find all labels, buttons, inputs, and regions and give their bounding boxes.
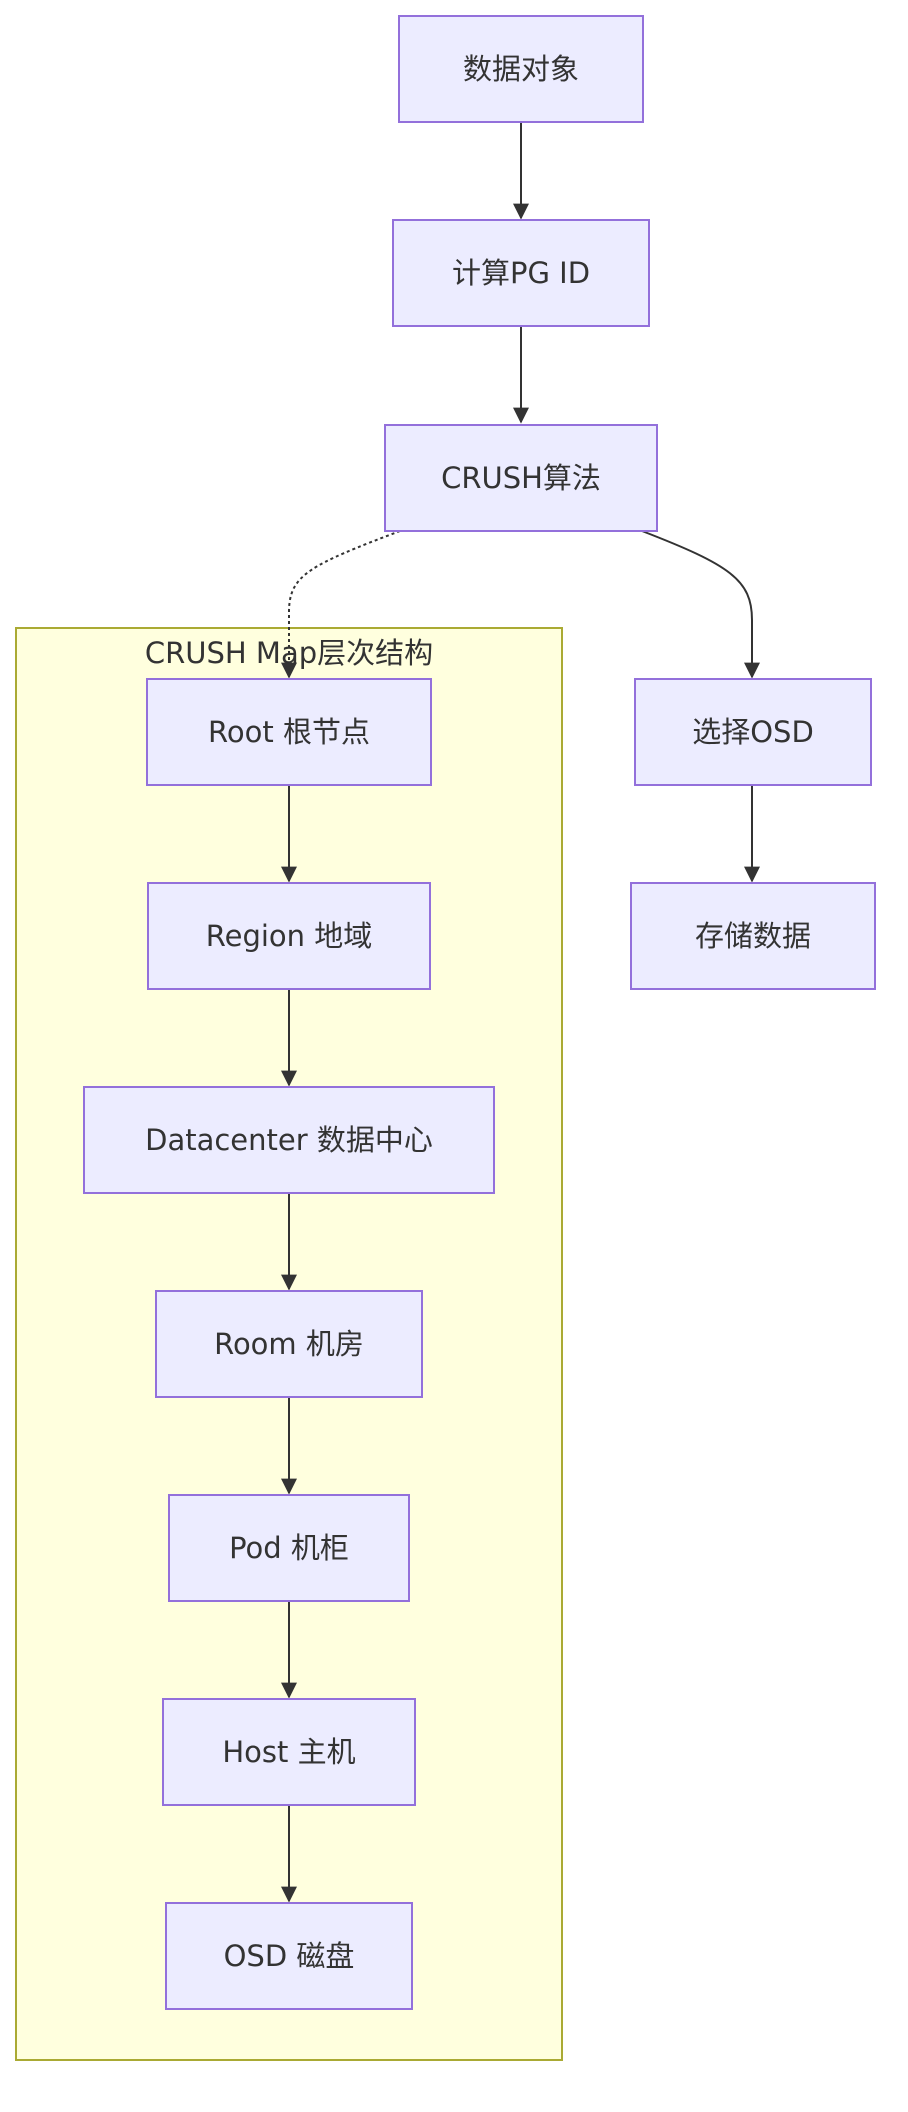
node-store-data: 存储数据 [630, 882, 876, 990]
node-crush-algo-label: CRUSH算法 [441, 461, 601, 495]
node-store-data-label: 存储数据 [695, 919, 811, 953]
node-pod-label: Pod 机柜 [229, 1531, 349, 1565]
edge-crush-algo-to-select-osd [641, 530, 760, 679]
node-region: Region 地域 [147, 882, 431, 990]
node-crush-algo: CRUSH算法 [384, 424, 658, 532]
node-compute-pg-label: 计算PG ID [452, 256, 590, 290]
node-data-object-label: 数据对象 [463, 52, 579, 86]
node-host-label: Host 主机 [222, 1735, 355, 1769]
node-osd-disk-label: OSD 磁盘 [224, 1939, 355, 1973]
node-host: Host 主机 [162, 1698, 416, 1806]
node-select-osd: 选择OSD [634, 678, 872, 786]
node-datacenter-label: Datacenter 数据中心 [145, 1123, 433, 1157]
node-region-label: Region 地域 [206, 919, 373, 953]
node-data-object: 数据对象 [398, 15, 644, 123]
node-datacenter: Datacenter 数据中心 [83, 1086, 495, 1194]
node-osd-disk: OSD 磁盘 [165, 1902, 413, 2010]
node-room-label: Room 机房 [214, 1327, 364, 1361]
node-room: Room 机房 [155, 1290, 423, 1398]
edges [281, 122, 760, 1903]
node-root: Root 根节点 [146, 678, 432, 786]
node-select-osd-label: 选择OSD [692, 715, 814, 749]
node-compute-pg: 计算PG ID [392, 219, 650, 327]
node-root-label: Root 根节点 [208, 715, 370, 749]
edge-crush-algo-to-root [281, 530, 401, 679]
node-pod: Pod 机柜 [168, 1494, 410, 1602]
